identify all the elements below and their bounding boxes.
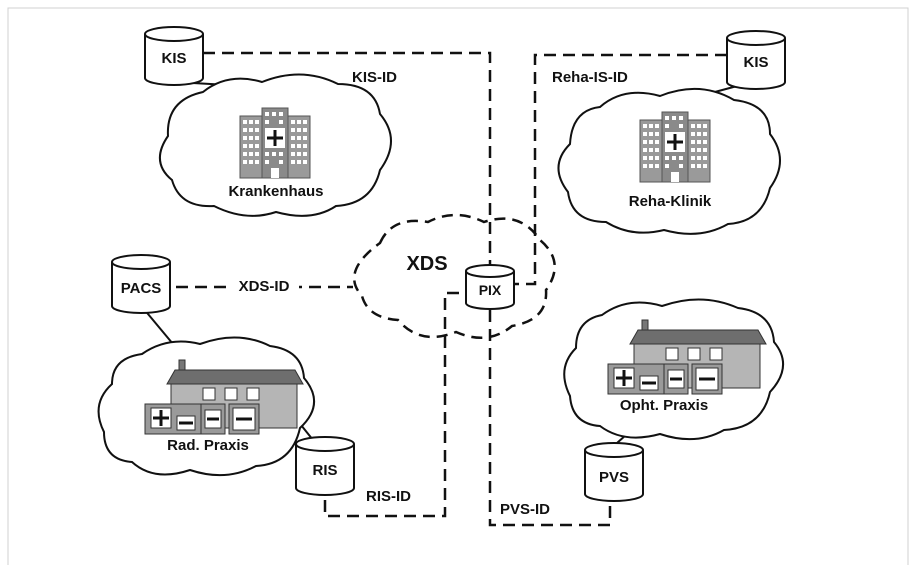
xds-id-label-bg xyxy=(229,275,299,295)
reha-is-id-label: Reha-IS-ID xyxy=(552,69,628,86)
frame-border xyxy=(7,7,909,565)
pacs-label: PACS xyxy=(121,280,162,297)
xds-id-label: XDS-ID xyxy=(239,278,290,295)
kis-right-label: KIS xyxy=(743,54,768,71)
kis-id-label: KIS-ID xyxy=(352,69,397,86)
xds-label: XDS xyxy=(406,253,447,275)
ris-id-label: RIS-ID xyxy=(366,488,411,505)
ris-label: RIS xyxy=(312,462,337,479)
hospital-building-icon xyxy=(238,106,312,180)
pvs-id-label: PVS-ID xyxy=(500,501,550,518)
pvs-id-link xyxy=(488,310,612,527)
reha-klinik-label: Reha-Klinik xyxy=(629,193,712,210)
ris-id-link xyxy=(323,291,472,518)
pvs-label: PVS xyxy=(599,469,629,486)
krankenhaus-label: Krankenhaus xyxy=(228,183,323,200)
pix-database-icon xyxy=(465,264,515,310)
reha-is-id-link xyxy=(505,53,727,286)
xds-cloud xyxy=(352,213,556,339)
kis-id-link xyxy=(203,51,492,287)
pacs-rad-link xyxy=(142,307,174,345)
reha-clinic-building-icon xyxy=(638,110,712,184)
opht-praxis-label: Opht. Praxis xyxy=(620,397,708,414)
pix-label: PIX xyxy=(479,282,502,298)
rad-praxis-label: Rad. Praxis xyxy=(167,437,249,454)
kis-left-label: KIS xyxy=(161,50,186,67)
